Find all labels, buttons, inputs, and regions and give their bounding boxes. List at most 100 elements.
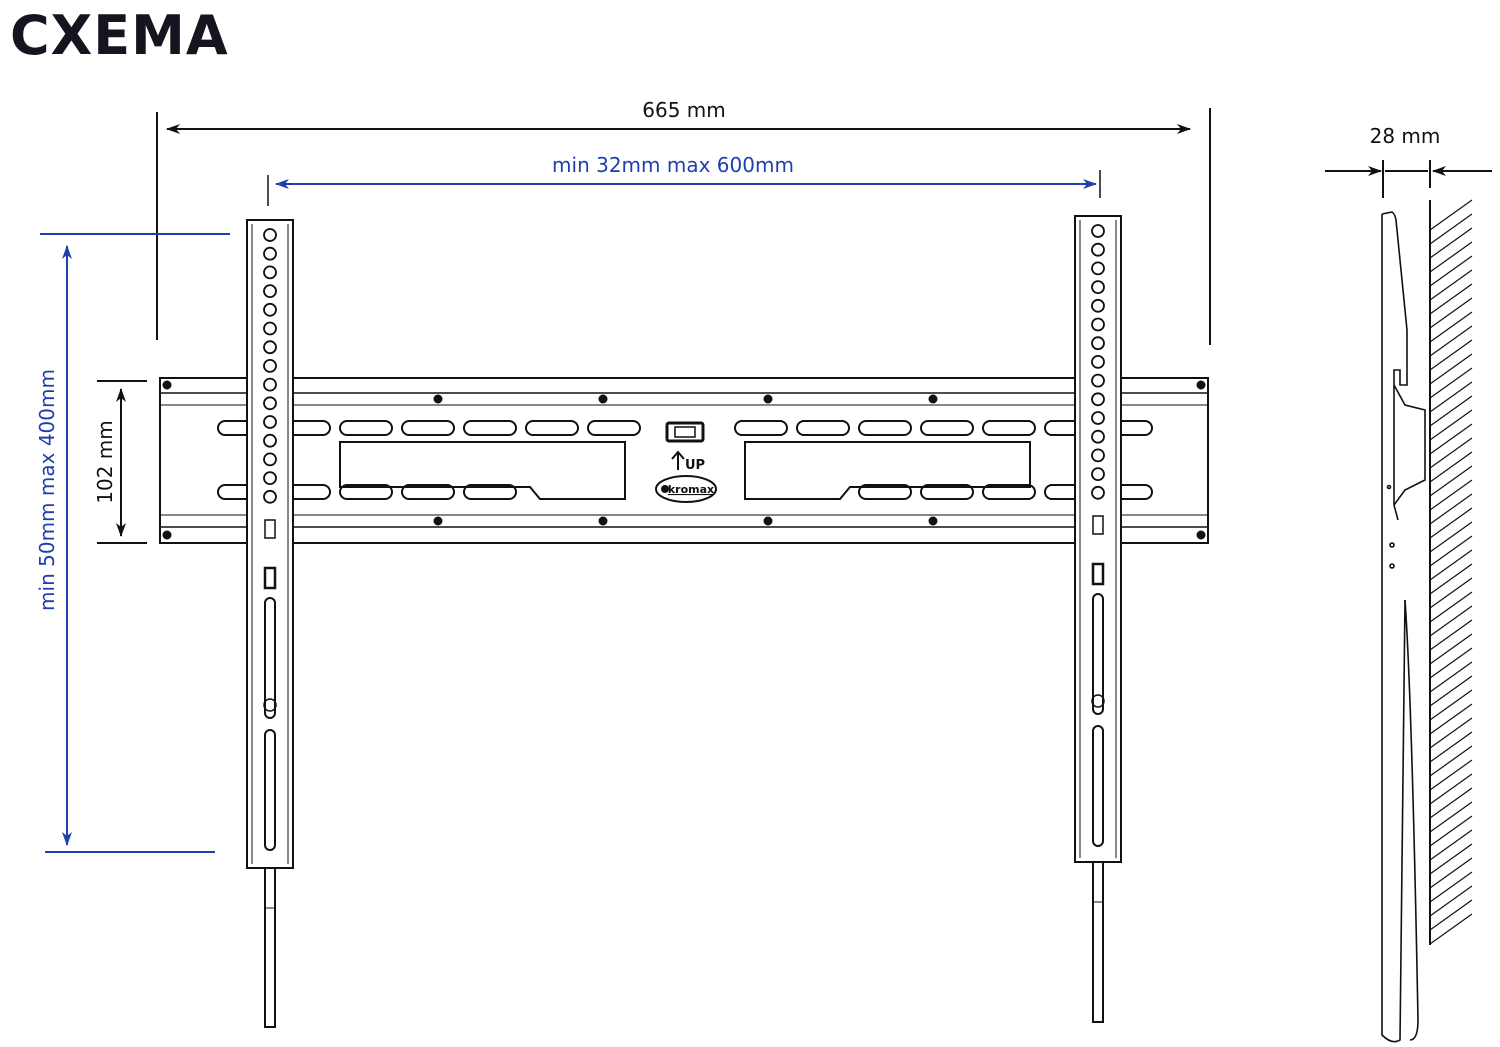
adjust-slot: [1092, 593, 1104, 715]
vesa-horizontal-label: min 32mm max 600mm: [552, 153, 794, 177]
vesa-vertical-dimension: min 50mm max 400mm: [35, 233, 230, 853]
rivet: [598, 516, 608, 526]
bracket-hole: [1091, 448, 1105, 463]
mounting-slot: [858, 420, 912, 436]
wall-hatch-line: [1429, 395, 1473, 427]
brand-logo-text: kromax: [668, 483, 714, 496]
mounting-slot: [401, 420, 455, 436]
bracket-hole: [263, 433, 277, 448]
wall-hatch-line: [1429, 885, 1473, 917]
bracket-hole: [263, 340, 277, 355]
wall-hatch-line: [1429, 213, 1473, 245]
vertical-bracket: [1074, 215, 1122, 1023]
wall-hatch-line: [1429, 675, 1473, 707]
wall-hatch-line: [1429, 241, 1473, 273]
wall-hatch-line: [1429, 633, 1473, 665]
mounting-slot: [982, 484, 1036, 500]
wall-hatch-line: [1429, 297, 1473, 329]
wall-hatch-line: [1429, 409, 1473, 441]
bracket-hole: [263, 228, 277, 242]
wall-hatch-line: [1429, 381, 1473, 413]
wall-hatch-line: [1429, 801, 1473, 833]
wall-hatch-line: [1429, 661, 1473, 693]
bracket-hole: [1091, 336, 1105, 351]
mounting-slot: [587, 420, 641, 436]
wall-hatch-line: [1429, 423, 1473, 455]
wall-hatch-line: [1429, 325, 1473, 357]
vesa-horizontal-dimension: min 32mm max 600mm: [267, 153, 1101, 206]
bracket-hole: [1091, 242, 1105, 257]
corner-screw: [1196, 380, 1206, 390]
wall-hatch-line: [1429, 367, 1473, 399]
bracket-hole: [263, 358, 277, 373]
lower-slot: [1092, 725, 1104, 847]
wall-hatch-line: [1429, 857, 1473, 889]
overall-width-dimension: 665 mm: [156, 98, 1211, 345]
vesa-vertical-label: min 50mm max 400mm: [35, 369, 59, 611]
wall-hatch-line: [1429, 913, 1473, 945]
mounting-slot: [920, 484, 974, 500]
lock-latch: [263, 566, 277, 590]
wall-hatch-line: [1429, 353, 1473, 385]
mounting-slot: [339, 420, 393, 436]
wall-hatch-line: [1429, 283, 1473, 315]
wall-hatch-line: [1429, 731, 1473, 763]
wall-hatch-line: [1429, 339, 1473, 371]
corner-screw: [1196, 530, 1206, 540]
rivet: [928, 516, 938, 526]
corner-screw: [162, 530, 172, 540]
bracket-hole: [263, 246, 277, 261]
lower-slot: [264, 729, 276, 851]
wall-hatch-line: [1429, 479, 1473, 511]
bracket-arm: [1074, 215, 1122, 863]
level-icon: [665, 421, 705, 443]
safety-lock: [264, 519, 276, 539]
wall-hatch-line: [1429, 759, 1473, 791]
wall-hatch-line: [1429, 521, 1473, 553]
rivet: [598, 394, 608, 404]
mounting-slot: [525, 420, 579, 436]
wall-hatch-line: [1429, 717, 1473, 749]
adjust-slot: [264, 597, 276, 719]
mounting-slot: [339, 484, 393, 500]
wall-hatch-line: [1429, 507, 1473, 539]
bracket-hole: [1091, 485, 1105, 500]
wall-hatch-line: [1429, 311, 1473, 343]
bracket-hole: [1091, 373, 1105, 388]
bracket-hole: [1091, 411, 1105, 425]
mounting-slot: [463, 484, 517, 500]
wall-hatch-line: [1429, 843, 1473, 875]
wall-hatch-line: [1429, 871, 1473, 903]
wall-hatch-line: [1429, 199, 1473, 231]
up-arrow-icon: [671, 450, 685, 470]
wall-hatch-line: [1429, 605, 1473, 637]
up-label: UP: [685, 458, 705, 473]
wall-hatch-line: [1429, 787, 1473, 819]
diagram-title: CXEMA: [10, 4, 229, 67]
wall-hatch-line: [1429, 255, 1473, 287]
wall-hatch-line: [1429, 549, 1473, 581]
mounting-slot: [463, 420, 517, 436]
wall-hatch-line: [1429, 829, 1473, 861]
mounting-slot: [401, 484, 455, 500]
bracket-hole: [1091, 429, 1105, 444]
vertical-bracket: [246, 219, 294, 1028]
bracket-hole: [263, 321, 277, 336]
brand-logo: kromax: [655, 475, 717, 503]
bracket-hole: [1091, 392, 1105, 407]
bracket-hole: [263, 265, 277, 280]
rivet: [928, 394, 938, 404]
adjust-screw: [263, 698, 277, 712]
wall-hatch-line: [1429, 465, 1473, 497]
bracket-hole: [263, 489, 277, 504]
bracket-rod: [264, 867, 276, 1028]
wall-hatch-line: [1429, 773, 1473, 805]
bracket-hole: [1091, 298, 1105, 313]
bracket-hole: [1091, 224, 1105, 238]
bracket-hole: [1091, 280, 1105, 295]
safety-lock: [1092, 515, 1104, 535]
mounting-slot: [734, 420, 788, 436]
wall-hatch-line: [1429, 591, 1473, 623]
wall-hatch-line: [1429, 647, 1473, 679]
